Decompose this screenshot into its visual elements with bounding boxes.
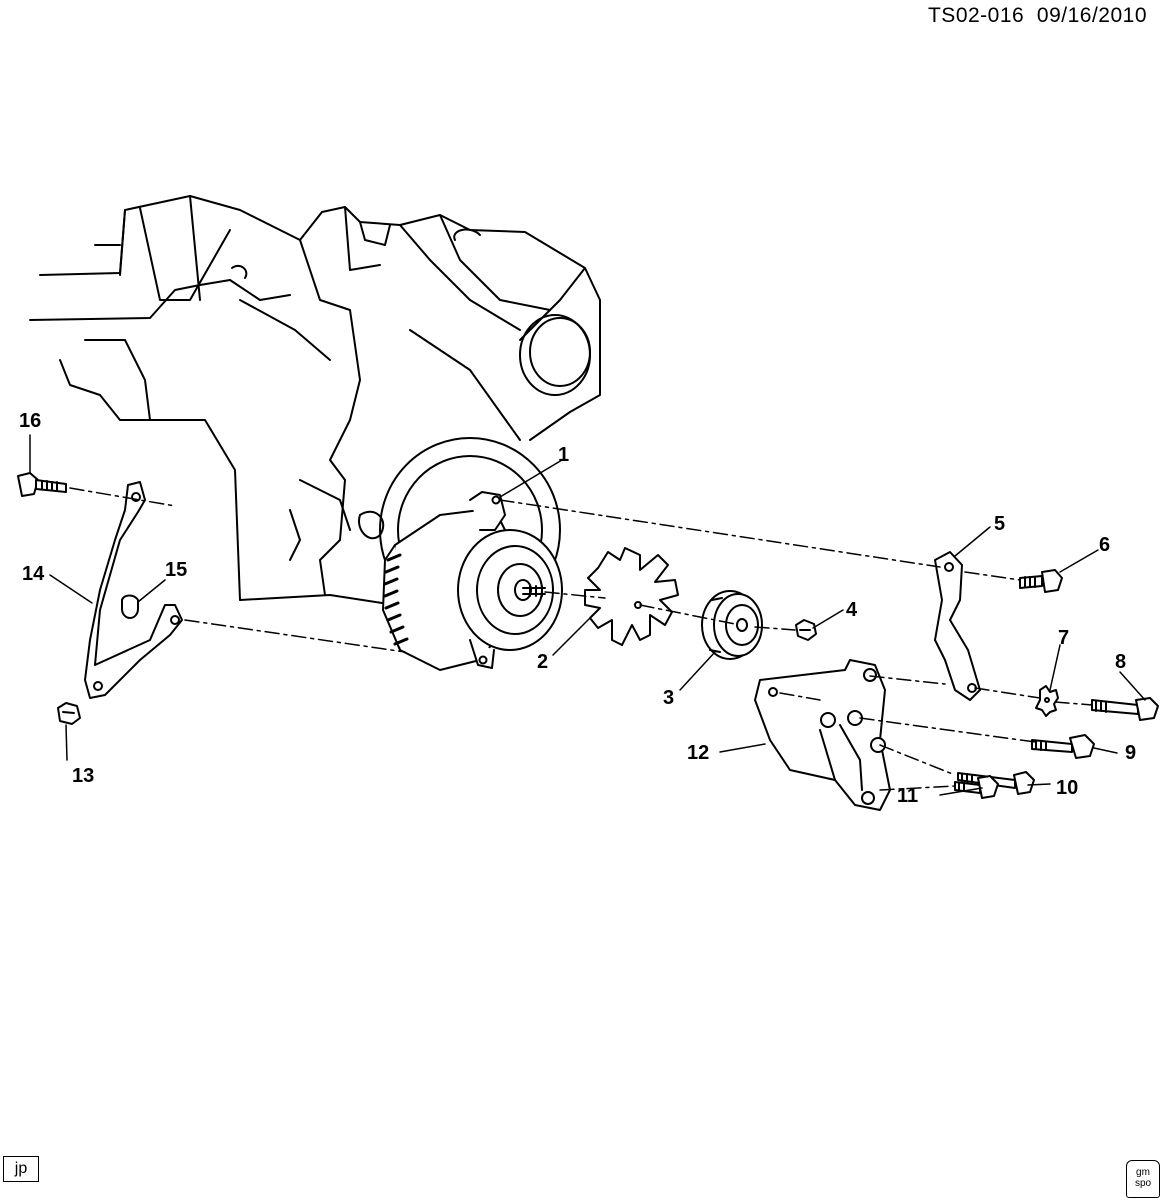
gm-spo-logo: gm spo bbox=[1126, 1160, 1160, 1198]
spacer-15 bbox=[121, 594, 139, 619]
initials-box: jp bbox=[3, 1156, 39, 1182]
callout-16: 16 bbox=[19, 410, 42, 432]
bolt-16 bbox=[17, 472, 67, 497]
callout-10: 10 bbox=[1056, 777, 1079, 799]
callout-12: 12 bbox=[687, 742, 710, 764]
bolt-11 bbox=[954, 775, 999, 799]
callout-1: 1 bbox=[558, 444, 570, 466]
nut-13 bbox=[57, 702, 81, 725]
alternator bbox=[382, 491, 563, 671]
pulley bbox=[701, 590, 763, 660]
callout-5: 5 bbox=[994, 513, 1006, 535]
bolt-9 bbox=[1031, 734, 1095, 759]
callout-11: 11 bbox=[897, 785, 919, 807]
callout-9: 9 bbox=[1125, 742, 1137, 764]
bolt-8 bbox=[1091, 697, 1159, 721]
callout-7: 7 bbox=[1058, 627, 1070, 649]
diagram-code: TS02-016 bbox=[927, 4, 1025, 27]
callout-14: 14 bbox=[22, 563, 45, 585]
alignment-lines bbox=[69, 487, 1093, 791]
leader-lines bbox=[29, 434, 1146, 796]
bracket-12 bbox=[754, 659, 891, 811]
callout-8: 8 bbox=[1115, 651, 1127, 673]
callout-15: 15 bbox=[165, 559, 188, 581]
callout-2: 2 bbox=[537, 651, 549, 673]
callout-3: 3 bbox=[663, 687, 675, 709]
diagram-date: 09/16/2010 bbox=[1036, 4, 1147, 27]
nut-4 bbox=[795, 619, 817, 641]
fan bbox=[584, 547, 679, 646]
engine-block-outline bbox=[29, 195, 601, 623]
washer-7 bbox=[1035, 685, 1059, 717]
brace-5 bbox=[934, 551, 981, 701]
callout-4: 4 bbox=[846, 599, 858, 621]
logo-top-text: gm bbox=[1136, 1167, 1150, 1178]
bolt-6 bbox=[1019, 569, 1063, 593]
callout-13: 13 bbox=[72, 765, 95, 787]
diagram-code-header: TS02-016 09/16/2010 bbox=[928, 4, 1147, 28]
brace-14 bbox=[84, 481, 183, 699]
logo-bottom-text: spo bbox=[1134, 1178, 1152, 1189]
callout-6: 6 bbox=[1099, 534, 1111, 556]
